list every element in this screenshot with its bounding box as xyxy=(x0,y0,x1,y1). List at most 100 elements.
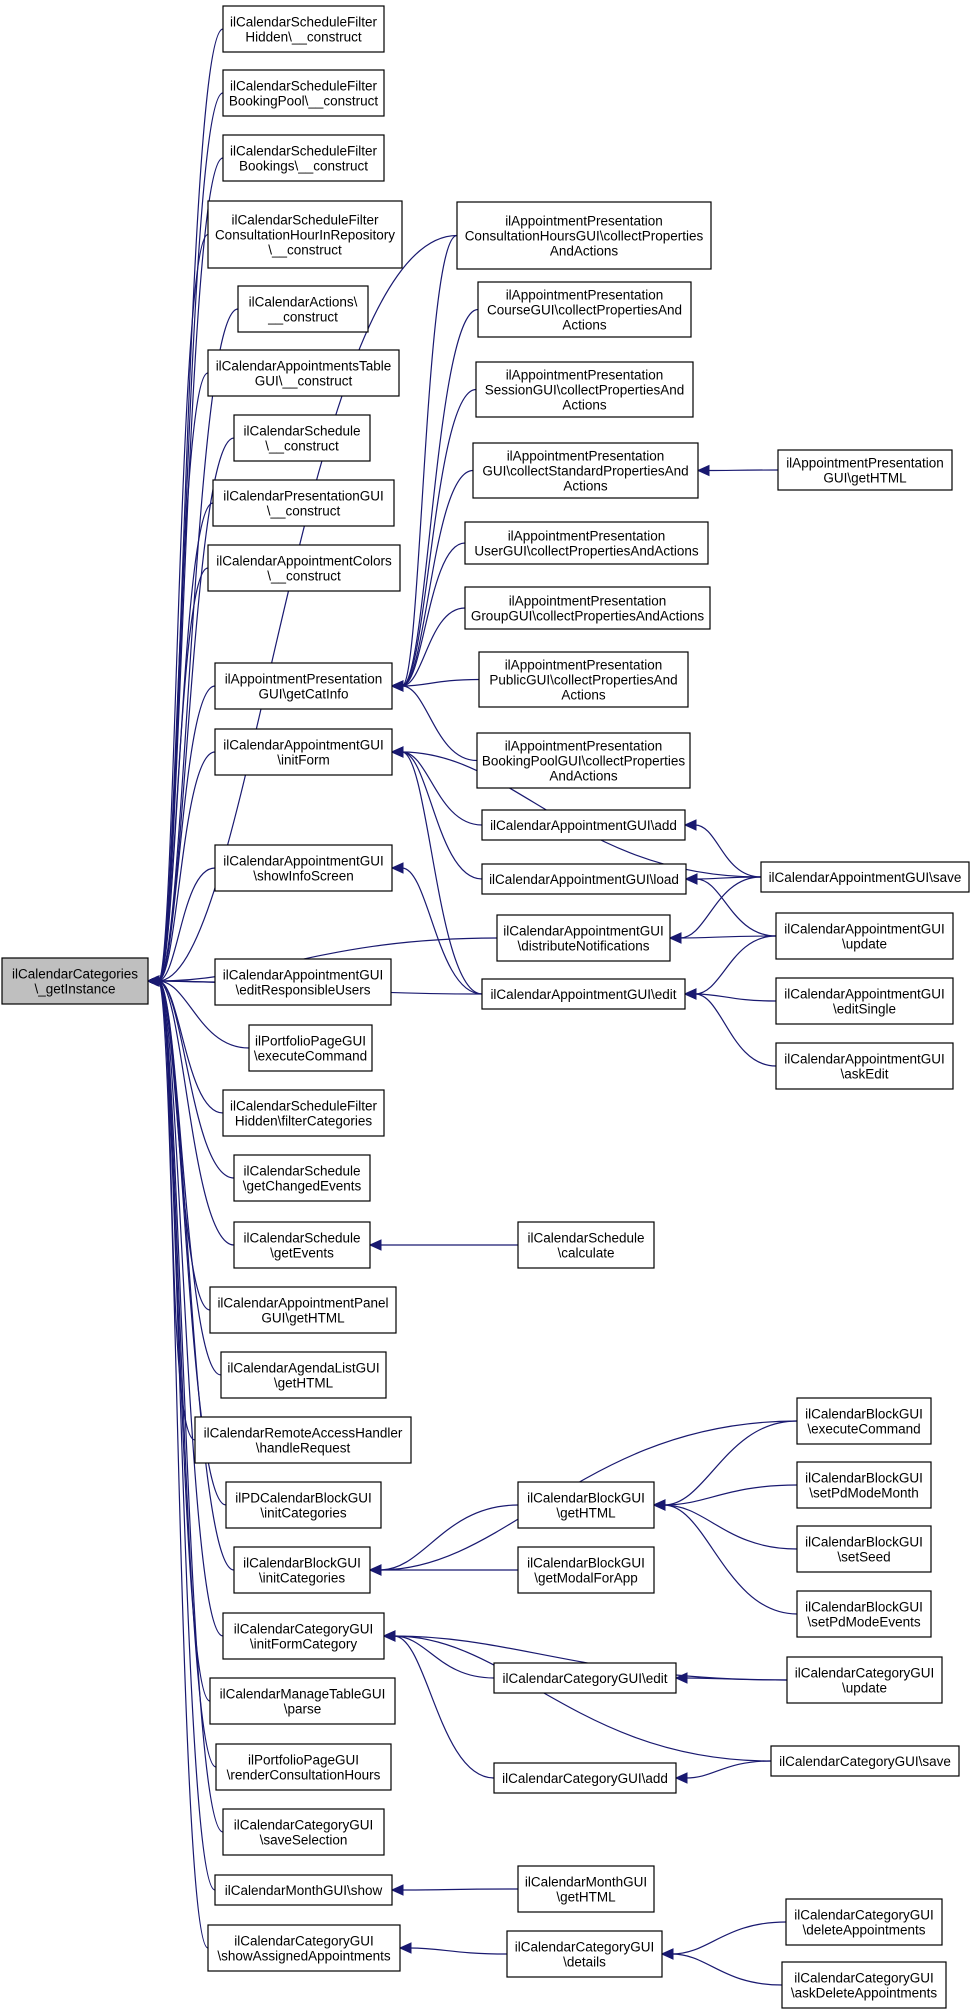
function-node[interactable]: ilCalendarAppointmentGUI\initForm xyxy=(214,728,393,776)
edge-line xyxy=(671,1953,783,1986)
function-node[interactable]: ilAppointmentPresentationSessionGUI\coll… xyxy=(475,361,694,418)
function-node[interactable]: ilAppointmentPresentationPublicGUI\colle… xyxy=(478,651,689,708)
function-node[interactable]: ilCalendarCategoryGUI\edit xyxy=(493,1662,677,1694)
function-node[interactable]: ilCalendarCategoryGUI\update xyxy=(786,1656,943,1704)
node-label-line: ilCalendarBlockGUI xyxy=(527,1491,645,1506)
node-box xyxy=(220,1351,387,1399)
edge-arrowhead xyxy=(683,819,697,831)
node-label-line: ilCalendarSchedule xyxy=(243,1231,360,1246)
node-label-line: ilCalendarCategoryGUI\save xyxy=(779,1754,951,1769)
node-label-line: ilCalendarAppointmentPanel xyxy=(217,1296,388,1311)
function-node[interactable]: ilCalendarAppointmentGUI\editSingle xyxy=(775,977,954,1025)
function-node[interactable]: ilCalendarCategoryGUI\add xyxy=(493,1762,677,1794)
function-node[interactable]: ilAppointmentPresentationUserGUI\collect… xyxy=(464,521,709,565)
edge-arrowhead xyxy=(684,873,698,885)
call-edge xyxy=(390,680,478,762)
function-node[interactable]: ilCalendarMonthGUI\getHTML xyxy=(517,1865,655,1913)
function-node[interactable]: ilCalendarAppointmentGUI\add xyxy=(481,809,686,841)
node-box xyxy=(775,977,954,1025)
function-node[interactable]: ilCalendarBlockGUI\initCategories xyxy=(233,1546,371,1594)
node-box xyxy=(222,134,385,182)
function-node[interactable]: ilAppointmentPresentationCourseGUI\colle… xyxy=(477,281,692,338)
function-node[interactable]: ilCalendarAppointmentGUI\save xyxy=(760,861,970,893)
node-label-line: Actions xyxy=(562,318,607,333)
function-node[interactable]: ilCalendarSchedule\getChangedEvents xyxy=(233,1154,371,1202)
function-node[interactable]: ilCalendarAppointmentGUI\distributeNotif… xyxy=(496,914,671,962)
node-box xyxy=(222,1612,385,1660)
function-node[interactable]: ilCalendarRemoteAccessHandler\handleRequ… xyxy=(194,1416,412,1464)
node-label-line: \parse xyxy=(284,1702,322,1717)
node-box xyxy=(456,201,712,270)
edge-line xyxy=(157,980,216,1891)
function-node[interactable]: ilCalendarCategoryGUI\askDeleteAppointme… xyxy=(781,1961,947,2009)
function-node[interactable]: ilCalendarScheduleFilterHidden\filterCat… xyxy=(222,1089,385,1137)
edge-line xyxy=(157,234,458,982)
function-node[interactable]: ilCalendarBlockGUI\executeCommand xyxy=(796,1397,932,1445)
node-label-line: \showInfoScreen xyxy=(253,869,354,884)
function-node[interactable]: ilCalendarBlockGUI\getModalForApp xyxy=(517,1546,655,1594)
node-box xyxy=(796,1525,932,1573)
call-edge xyxy=(146,975,235,1246)
function-node[interactable]: ilCalendarMonthGUI\show xyxy=(214,1874,393,1906)
function-node[interactable]: ilCalendarAppointmentGUI\edit xyxy=(481,978,686,1010)
function-node[interactable]: ilCalendarBlockGUI\setPdModeEvents xyxy=(796,1590,932,1638)
function-node[interactable]: ilCalendarAppointmentColors\__construct xyxy=(207,544,401,592)
node-label-line: \saveSelection xyxy=(260,1833,348,1848)
node-label-line: ilCalendarScheduleFilter xyxy=(230,1099,378,1114)
function-node[interactable]: ilCalendarAppointmentGUI\showInfoScreen xyxy=(214,844,393,892)
node-box xyxy=(464,586,711,630)
function-node[interactable]: ilCalendarAppointmentsTableGUI\__constru… xyxy=(207,349,400,397)
function-node[interactable]: ilCalendarBlockGUI\setPdModeMonth xyxy=(796,1461,932,1509)
function-node[interactable]: ilCalendarCategoryGUI\details xyxy=(506,1930,663,1978)
node-label-line: ilCalendarScheduleFilter xyxy=(231,213,379,228)
function-node[interactable]: ilCalendarManageTableGUI\parse xyxy=(209,1677,396,1725)
function-node[interactable]: ilAppointmentPresentationGroupGUI\collec… xyxy=(464,586,711,630)
function-node[interactable]: ilAppointmentPresentationBookingPoolGUI\… xyxy=(476,732,691,789)
node-label-line: GUI\getHTML xyxy=(823,471,907,486)
function-node[interactable]: ilCalendarSchedule\__construct xyxy=(233,414,371,462)
node-label-line: ilCalendarAppointmentColors xyxy=(216,554,392,569)
function-node[interactable]: ilPortfolioPageGUI\executeCommand xyxy=(248,1024,373,1072)
function-node[interactable]: ilCalendarScheduleFilterBookings\__const… xyxy=(222,134,385,182)
function-node[interactable]: ilCalendarCategoryGUI\showAssignedAppoin… xyxy=(207,1924,401,1972)
function-node[interactable]: ilCalendarCategoryGUI\deleteAppointments xyxy=(785,1898,943,1946)
function-node[interactable]: ilCalendarCategoryGUI\saveSelection xyxy=(222,1808,385,1856)
function-node[interactable]: ilCalendarActions\__construct xyxy=(237,285,369,333)
root-function-node[interactable]: ilCalendarCategories\_getInstance xyxy=(1,957,149,1005)
function-node[interactable]: ilCalendarPresentationGUI\__construct xyxy=(212,479,395,527)
function-node[interactable]: ilPDCalendarBlockGUI\initCategories xyxy=(225,1481,382,1529)
node-label-line: ilCalendarCategoryGUI xyxy=(234,1622,374,1637)
function-node[interactable]: ilPortfolioPageGUI\renderConsultationHou… xyxy=(215,1743,392,1791)
function-node[interactable]: ilCalendarAppointmentGUI\editResponsible… xyxy=(214,958,392,1006)
node-label-line: ilCalendarAppointmentsTable xyxy=(216,359,392,374)
function-node[interactable]: ilCalendarSchedule\calculate xyxy=(517,1221,655,1269)
function-node[interactable]: ilCalendarScheduleFilterConsultationHour… xyxy=(207,200,403,269)
edge-line xyxy=(157,980,250,1049)
edge-arrowhead xyxy=(674,1672,688,1684)
function-node[interactable]: ilCalendarCategoryGUI\save xyxy=(770,1745,960,1777)
node-box xyxy=(225,1481,382,1529)
node-box xyxy=(493,1662,677,1694)
function-node[interactable]: ilCalendarSchedule\getEvents xyxy=(233,1221,371,1269)
function-node[interactable]: ilCalendarBlockGUI\setSeed xyxy=(796,1525,932,1573)
function-node[interactable]: ilCalendarAppointmentGUI\update xyxy=(775,912,954,960)
function-node[interactable]: ilCalendarCategoryGUI\initFormCategory xyxy=(222,1612,385,1660)
function-node[interactable]: ilCalendarAppointmentGUI\askEdit xyxy=(775,1042,954,1090)
node-label-line: ilCalendarCategoryGUI xyxy=(794,1971,934,1986)
node-label-line: ilCalendarBlockGUI xyxy=(805,1535,923,1550)
node-box xyxy=(233,414,371,462)
function-node[interactable]: ilAppointmentPresentationGUI\collectStan… xyxy=(472,442,699,499)
edge-line xyxy=(157,980,235,1571)
node-label-line: ilCalendarAppointmentGUI xyxy=(503,924,664,939)
function-node[interactable]: ilCalendarAgendaListGUI\getHTML xyxy=(220,1351,387,1399)
function-node[interactable]: ilCalendarAppointmentGUI\load xyxy=(481,863,687,895)
function-node[interactable]: ilAppointmentPresentationConsultationHou… xyxy=(456,201,712,270)
function-node[interactable]: ilCalendarBlockGUI\getHTML xyxy=(517,1481,655,1529)
node-label-line: AndActions xyxy=(550,244,619,259)
function-node[interactable]: ilCalendarScheduleFilterHidden\__constru… xyxy=(222,5,385,53)
call-edge xyxy=(390,746,483,826)
function-node[interactable]: ilCalendarScheduleFilterBookingPool\__co… xyxy=(222,69,385,117)
